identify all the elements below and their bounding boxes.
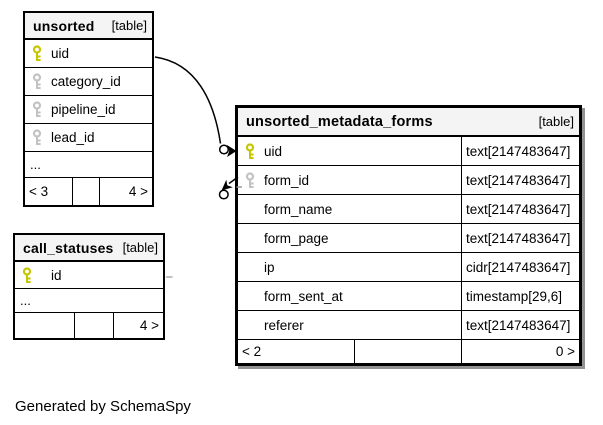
column-name: lead_id bbox=[51, 130, 95, 145]
foreign-key-icon bbox=[245, 171, 255, 188]
column-name: form_sent_at bbox=[264, 288, 343, 304]
column-name: pipeline_id bbox=[51, 102, 116, 117]
column-row-pipeline-id: pipeline_id bbox=[25, 96, 152, 124]
column-row-id: id bbox=[15, 262, 163, 289]
footer-spacer-cell bbox=[15, 313, 75, 338]
edge-arrowhead bbox=[221, 179, 233, 191]
column-name: category_id bbox=[51, 74, 121, 89]
related-tables-indicator: < 3 bbox=[25, 178, 73, 205]
column-name: uid bbox=[51, 46, 70, 61]
column-row-lead-id: lead_id bbox=[25, 124, 152, 152]
table-unsorted[interactable]: unsorted [table] uid category_id pipelin… bbox=[23, 11, 154, 207]
primary-key-icon bbox=[32, 45, 42, 61]
related-tables-indicator: < 2 bbox=[238, 340, 355, 363]
table-type-tag: [table] bbox=[538, 114, 574, 129]
footer-spacer-cell bbox=[75, 313, 114, 338]
column-name: form_name bbox=[264, 201, 333, 217]
table-unsorted-footer: < 3 4 > bbox=[25, 178, 152, 205]
table-call-statuses-footer: 4 > bbox=[15, 313, 163, 338]
column-name: id bbox=[51, 267, 62, 283]
edge-unsorted-uid-to-umf-uid bbox=[154, 56, 222, 144]
table-type-tag: [table] bbox=[122, 240, 158, 255]
related-tables-indicator: 4 > bbox=[139, 318, 159, 333]
generated-by-note: Generated by SchemaSpy bbox=[15, 398, 191, 415]
column-row-uid: uid bbox=[25, 40, 152, 68]
table-unsorted-header[interactable]: unsorted [table] bbox=[25, 13, 152, 40]
primary-key-icon bbox=[22, 266, 32, 283]
table-name[interactable]: unsorted_metadata_forms bbox=[246, 113, 433, 130]
column-type: text[2147483647] bbox=[466, 201, 571, 217]
table-call-statuses[interactable]: call_statuses [table] id ... 4 > bbox=[13, 233, 165, 340]
table-unsorted-metadata-forms-footer: < 2 0 > bbox=[238, 340, 579, 363]
primary-key-icon bbox=[245, 142, 255, 159]
column-name: uid bbox=[264, 143, 283, 159]
column-row-category-id: category_id bbox=[25, 68, 152, 96]
table-name[interactable]: call_statuses bbox=[23, 239, 114, 256]
column-type: cidr[2147483647] bbox=[466, 259, 571, 275]
column-name: referer bbox=[264, 317, 304, 333]
column-row-ip: ip cidr[2147483647] bbox=[238, 253, 579, 282]
hidden-columns-ellipsis: ... bbox=[15, 289, 163, 313]
column-row-form-page: form_page text[2147483647] bbox=[238, 224, 579, 253]
edge-odot bbox=[218, 144, 230, 155]
table-type-tag: [table] bbox=[111, 18, 147, 33]
table-name[interactable]: unsorted bbox=[33, 17, 95, 34]
footer-spacer-cell bbox=[355, 340, 462, 363]
column-row-form-name: form_name text[2147483647] bbox=[238, 195, 579, 224]
column-type: text[2147483647] bbox=[466, 143, 571, 159]
column-type: text[2147483647] bbox=[466, 230, 571, 246]
footer-spacer-cell bbox=[73, 178, 100, 205]
table-unsorted-metadata-forms-header[interactable]: unsorted_metadata_forms [table] bbox=[238, 108, 579, 137]
column-row-form-id: form_id text[2147483647] bbox=[238, 166, 579, 195]
column-type: text[2147483647] bbox=[466, 172, 571, 188]
column-type: timestamp[29,6] bbox=[466, 288, 563, 304]
table-unsorted-metadata-forms[interactable]: unsorted_metadata_forms [table] uid text… bbox=[235, 105, 582, 366]
table-call-statuses-header[interactable]: call_statuses [table] bbox=[15, 235, 163, 262]
foreign-key-icon bbox=[32, 73, 42, 89]
column-row-form-sent-at: form_sent_at timestamp[29,6] bbox=[238, 282, 579, 311]
hidden-columns-ellipsis: ... bbox=[25, 152, 152, 178]
related-tables-indicator: 4 > bbox=[128, 184, 148, 199]
column-name: form_page bbox=[264, 230, 329, 246]
column-type: text[2147483647] bbox=[466, 317, 571, 333]
column-row-referer: referer text[2147483647] bbox=[238, 311, 579, 340]
column-row-uid: uid text[2147483647] bbox=[238, 137, 579, 166]
related-tables-indicator: 0 > bbox=[555, 344, 575, 359]
edge-odot bbox=[218, 189, 229, 200]
foreign-key-icon bbox=[32, 129, 42, 145]
column-name: ip bbox=[264, 259, 275, 275]
column-name: form_id bbox=[264, 172, 310, 188]
foreign-key-icon bbox=[32, 101, 42, 117]
